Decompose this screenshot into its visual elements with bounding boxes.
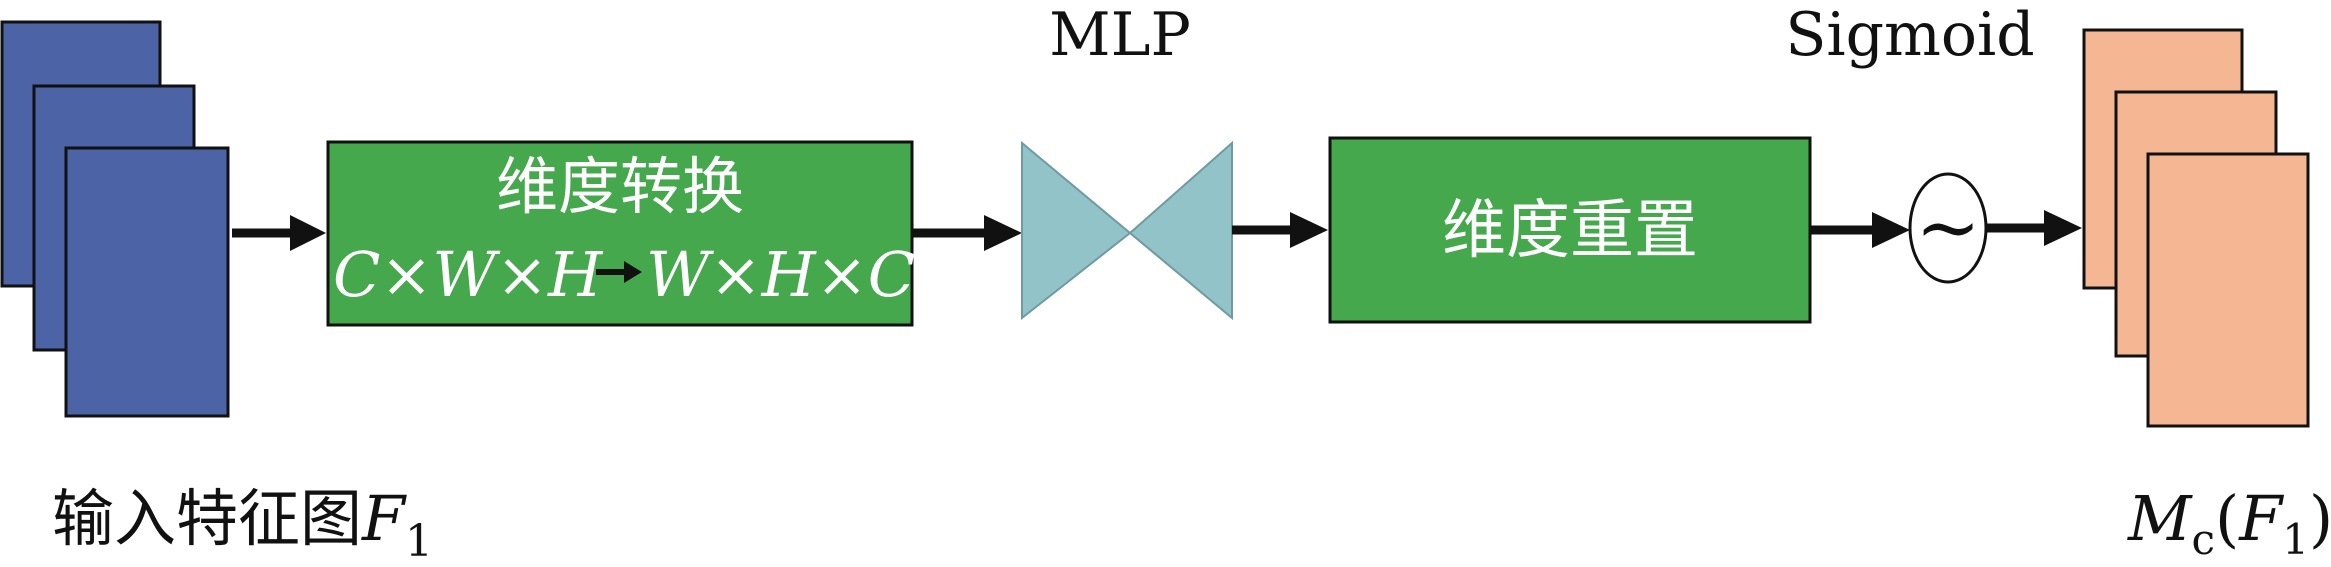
mlp-bowtie-left <box>1021 140 1132 321</box>
arrow-sigmoid-to-output <box>1986 210 2082 246</box>
mlp-bowtie <box>1021 140 1233 321</box>
input-label-text: 输入特征图 <box>52 482 362 555</box>
restore-box: 维度重置 <box>1328 136 1812 324</box>
reshape-box-title: 维度转换 <box>496 150 744 223</box>
output-label-open: ( <box>2215 482 2239 555</box>
reshape-formula-left: C×W×H <box>333 238 604 311</box>
input-feature-map-label: 输入特征图F1 <box>52 482 433 567</box>
output-label: Mc(F1) <box>2127 482 2331 564</box>
mlp-bowtie-right <box>1128 140 1233 321</box>
arrow-restore-to-sigmoid <box>1810 212 1910 248</box>
output-label-sub-1: 1 <box>2282 515 2309 564</box>
input-label-subscript: 1 <box>405 516 433 567</box>
output-label-M: M <box>2127 482 2193 555</box>
input-feature-map-stack <box>0 20 230 418</box>
output-map-stack <box>2082 28 2310 428</box>
arrow-reshape-to-mlp <box>912 215 1022 251</box>
reshape-formula-right: W×H×C <box>646 238 915 311</box>
sigmoid-node: ~ <box>1908 172 1988 284</box>
reshape-formula-arrow <box>596 261 642 283</box>
restore-box-rect <box>1328 136 1812 324</box>
reshape-box: 维度转换 C×W×H W×H×C <box>326 140 915 327</box>
output-label-close: ) <box>2309 482 2331 555</box>
sigmoid-label: Sigmoid <box>1785 0 2034 70</box>
arrow-mlp-to-restore <box>1232 212 1328 248</box>
output-label-F: F <box>2238 482 2284 555</box>
output-sheet-front <box>2146 152 2310 428</box>
output-label-sub-c: c <box>2191 515 2215 564</box>
restore-box-title: 维度重置 <box>1442 194 1698 268</box>
reshape-box-rect <box>326 140 914 327</box>
arrow-input-to-reshape <box>232 215 326 251</box>
sigmoid-wave-icon: ~ <box>1915 183 1980 273</box>
input-sheet-front <box>64 146 230 418</box>
mlp-label: MLP <box>1049 0 1191 70</box>
input-label-symbol: F <box>361 482 407 555</box>
